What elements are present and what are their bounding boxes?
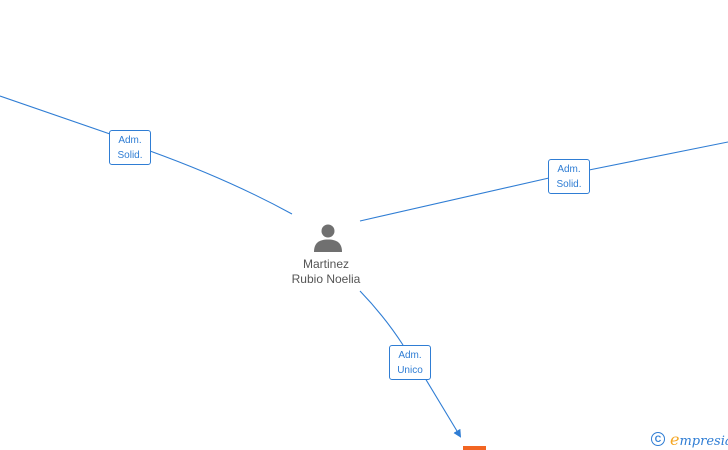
- relation-label-left[interactable]: Adm. Solid.: [109, 130, 151, 165]
- relation-label-bottom-type: Unico: [397, 364, 423, 376]
- relation-label-right[interactable]: Adm. Solid.: [548, 159, 590, 194]
- empresia-logo-text: mpresia: [679, 433, 728, 449]
- copyright-icon: C: [651, 432, 665, 446]
- person-name-line2: Rubio Noelia: [291, 272, 361, 286]
- empresia-logo-initial: e: [670, 429, 680, 449]
- person-name[interactable]: Martinez Rubio Noelia: [266, 257, 386, 287]
- relation-label-left-role: Adm.: [118, 134, 142, 146]
- empresia-watermark: C empresia: [651, 429, 728, 449]
- relation-label-right-type: Solid.: [556, 178, 582, 190]
- relation-label-left-type: Solid.: [117, 149, 143, 161]
- edge-right: [359, 141, 728, 222]
- empresia-logo: empresia: [670, 430, 728, 449]
- relation-label-bottom[interactable]: Adm. Unico: [389, 345, 431, 380]
- edge-bottom-arrow: [359, 290, 460, 436]
- relation-label-right-role: Adm.: [557, 163, 581, 175]
- person-name-line1: Martinez: [302, 257, 349, 271]
- person-icon[interactable]: [313, 223, 343, 253]
- relation-label-bottom-role: Adm.: [398, 349, 422, 361]
- edge-left: [0, 95, 293, 215]
- company-node-marker[interactable]: [463, 446, 486, 450]
